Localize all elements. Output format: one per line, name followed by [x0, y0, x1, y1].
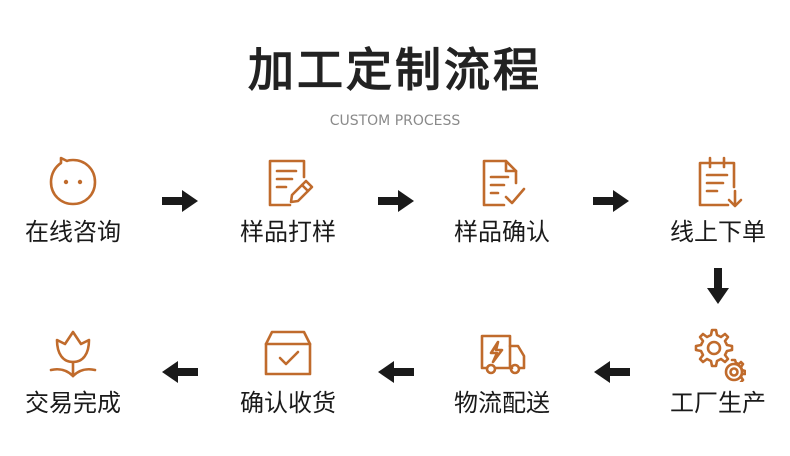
gears-icon	[690, 326, 746, 382]
arrow-left-icon	[594, 361, 630, 383]
step-label: 在线咨询	[25, 218, 121, 246]
delivery-truck-icon	[474, 326, 530, 382]
step-label: 确认收货	[240, 389, 336, 417]
step-transaction-complete: 交易完成	[0, 326, 153, 436]
step-online-order: 线上下单	[638, 155, 790, 265]
step-label: 样品确认	[454, 218, 550, 246]
step-label: 交易完成	[25, 389, 121, 417]
step-online-consult: 在线咨询	[0, 155, 153, 265]
arrow-left-icon	[378, 361, 414, 383]
arrow-left-icon	[162, 361, 198, 383]
box-check-icon	[260, 326, 316, 382]
page-title: 加工定制流程	[248, 43, 542, 97]
arrow-right-icon	[378, 190, 414, 212]
arrow-down-icon	[707, 268, 729, 304]
step-label: 工厂生产	[670, 389, 766, 417]
step-confirm-receipt: 确认收货	[208, 326, 368, 436]
step-factory-production: 工厂生产	[638, 326, 790, 436]
step-sample-confirm: 样品确认	[422, 155, 582, 265]
document-edit-icon	[260, 155, 316, 211]
page-subtitle: CUSTOM PROCESS	[329, 113, 461, 129]
arrow-right-icon	[162, 190, 198, 212]
lotus-icon	[45, 326, 101, 382]
step-label: 物流配送	[454, 389, 550, 417]
chat-face-icon	[45, 155, 101, 211]
document-check-icon	[474, 155, 530, 211]
step-sample-proofing: 样品打样	[208, 155, 368, 265]
step-logistics-delivery: 物流配送	[422, 326, 582, 436]
clipboard-download-icon	[690, 155, 746, 211]
step-label: 样品打样	[240, 218, 336, 246]
step-label: 线上下单	[670, 218, 766, 246]
arrow-right-icon	[593, 190, 629, 212]
